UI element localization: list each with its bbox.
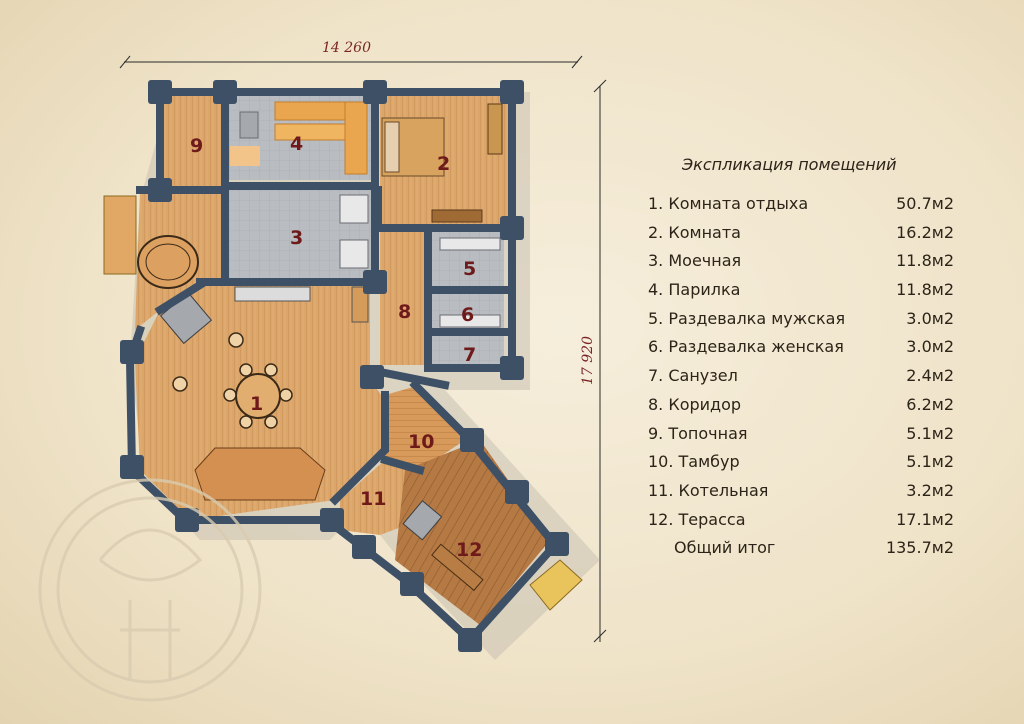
legend-row: 2. Комната 16.2м2 — [640, 223, 1000, 252]
room-number-4: 4 — [290, 133, 303, 155]
shower-cabin — [339, 239, 369, 269]
width-dimension-label: 14 260 — [322, 40, 371, 56]
room-number-2: 2 — [437, 153, 450, 175]
terrace-steps — [529, 559, 583, 611]
room-number-5: 5 — [463, 258, 476, 280]
room-name: 12. Терасса — [648, 509, 746, 529]
bench — [439, 237, 501, 251]
rug — [194, 447, 326, 501]
legend-row: 4. Парилка 11.8м2 — [640, 280, 1000, 309]
room-area: 17.1м2 — [896, 509, 954, 529]
room-number-12: 12 — [456, 539, 482, 561]
grill — [402, 500, 443, 541]
hot-tub-inner — [145, 243, 191, 281]
room-8-floor — [380, 225, 430, 365]
room-name: 3. Моечная — [648, 251, 742, 271]
room-area: 3.0м2 — [906, 308, 954, 328]
legend-row: 1. Комната отдыха 50.7м2 — [640, 194, 1000, 223]
bench — [439, 314, 501, 328]
legend-title: Экспликация помещений — [682, 155, 897, 174]
room-area: 16.2м2 — [896, 222, 954, 242]
room-number-9: 9 — [190, 135, 203, 157]
room-area: 6.2м2 — [906, 394, 954, 414]
total-area: 135.7м2 — [885, 538, 954, 558]
legend-row: 11. Котельная 3.2м2 — [640, 481, 1000, 510]
room-name: 5. Раздевалка мужская — [648, 308, 846, 328]
room-area: 3.0м2 — [906, 337, 954, 357]
room-name: 4. Парилка — [648, 280, 741, 300]
sauna-bench — [274, 101, 346, 121]
room-name: 9. Топочная — [648, 423, 748, 443]
kitchen-counter — [351, 286, 369, 323]
wardrobe — [431, 209, 483, 223]
kitchen-counter — [234, 286, 311, 302]
stove-base — [230, 146, 260, 166]
room-name: 1. Комната отдыха — [648, 194, 809, 213]
height-dimension-label: 17 920 — [580, 336, 596, 385]
sauna-bench — [274, 123, 346, 141]
room-number-7: 7 — [463, 344, 476, 366]
room-area: 3.2м2 — [906, 480, 954, 500]
room-name: 10. Тамбур — [648, 452, 740, 472]
width-dimension-line — [119, 55, 583, 69]
room-area: 5.1м2 — [906, 423, 954, 443]
room-name: 11. Котельная — [648, 480, 769, 500]
legend-row: 9. Топочная 5.1м2 — [640, 424, 1000, 453]
shower-cabin — [339, 194, 369, 224]
height-dimension-line — [593, 79, 607, 643]
room-9-floor — [160, 95, 222, 187]
room-legend: Экспликация помещений 1. Комната отдыха 5… — [640, 155, 1000, 567]
legend-row: 6. Раздевалка женская 3.0м2 — [640, 337, 1000, 366]
room-number-3: 3 — [290, 227, 303, 249]
room-7-floor — [432, 334, 504, 366]
armchairs — [172, 332, 244, 392]
legend-row: 12. Терасса 17.1м2 — [640, 510, 1000, 539]
desk — [487, 103, 503, 155]
legend-row: 10. Тамбур 5.1м2 — [640, 452, 1000, 481]
legend-row: 5. Раздевалка мужская 3.0м2 — [640, 309, 1000, 338]
pillow — [384, 121, 400, 173]
room-number-10: 10 — [408, 431, 434, 453]
terrace-bench — [431, 543, 484, 592]
room-name: 2. Комната — [648, 222, 741, 242]
room-number-8: 8 — [398, 301, 411, 323]
room-10-floor — [385, 385, 465, 470]
room-number-1: 1 — [250, 393, 263, 415]
room-name: 8. Коридор — [648, 394, 742, 414]
log-corners — [120, 80, 569, 652]
watermark-stamp — [38, 478, 262, 702]
sauna-bench — [344, 101, 368, 175]
room-number-11: 11 — [360, 488, 386, 510]
room-area: 11.8м2 — [896, 251, 954, 271]
room-area: 50.7м2 — [896, 194, 954, 213]
legend-row: 7. Санузел 2.4м2 — [640, 366, 1000, 395]
room-area: 11.8м2 — [896, 280, 954, 300]
stove — [239, 111, 259, 139]
legend-row: 3. Моечная 11.8м2 — [640, 251, 1000, 280]
room-area: 5.1м2 — [906, 452, 954, 472]
room-number-6: 6 — [461, 304, 474, 326]
legend-row: 8. Коридор 6.2м2 — [640, 395, 1000, 424]
total-label: Общий итог — [674, 538, 776, 558]
room-name: 6. Раздевалка женская — [648, 337, 844, 357]
legend-total-row: Общий итог 135.7м2 — [640, 538, 1000, 567]
room-area: 2.4м2 — [906, 366, 954, 386]
chairs — [223, 363, 293, 429]
room-name: 7. Санузел — [648, 366, 738, 386]
porch-steps — [103, 195, 137, 275]
